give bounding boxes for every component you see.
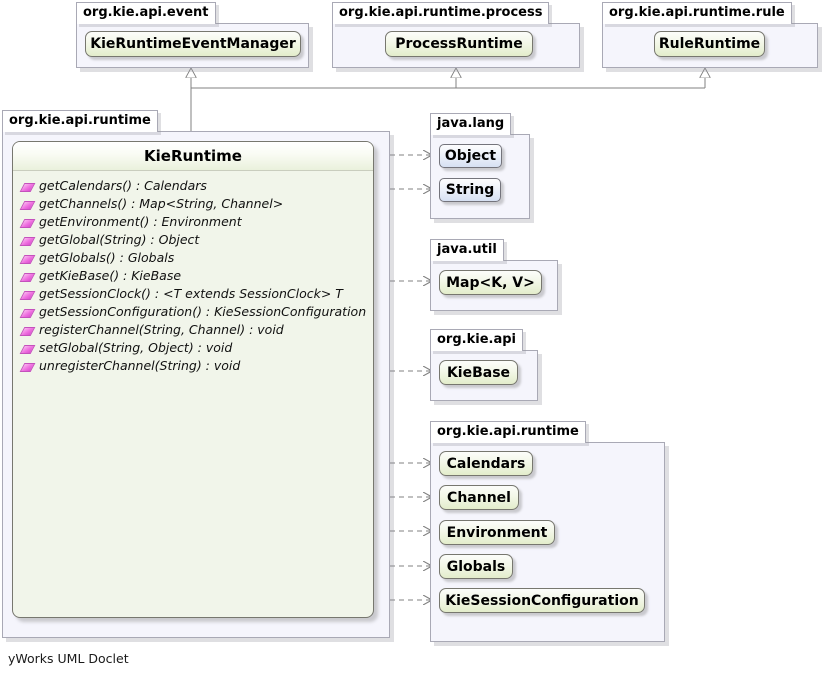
node-label: Globals — [446, 558, 506, 575]
package-label: org.kie.api.runtime — [430, 421, 586, 443]
member-row[interactable]: unregisterChannel(String) : void — [13, 357, 373, 375]
package-label: java.lang — [430, 113, 512, 135]
method-visibility-icon — [21, 198, 34, 211]
node-kieruntimeeventmanager[interactable]: KieRuntimeEventManager — [85, 31, 301, 57]
member-label: getEnvironment() : Environment — [39, 213, 242, 229]
node-label: KieSessionConfiguration — [445, 592, 639, 609]
node-kiebase[interactable]: KieBase — [439, 360, 518, 385]
node-string[interactable]: String — [439, 178, 501, 202]
method-visibility-icon — [21, 342, 34, 355]
method-visibility-icon — [21, 216, 34, 229]
method-visibility-icon — [21, 288, 34, 301]
node-label: ProcessRuntime — [395, 36, 523, 52]
member-label: setGlobal(String, Object) : void — [39, 339, 233, 355]
package-label: org.kie.api.runtime — [2, 110, 158, 132]
node-kiesessionconfiguration[interactable]: KieSessionConfiguration — [439, 588, 645, 613]
method-visibility-icon — [21, 360, 34, 373]
node-label: KieRuntimeEventManager — [90, 36, 296, 52]
member-label: registerChannel(String, Channel) : void — [39, 321, 284, 337]
member-label: getCalendars() : Calendars — [39, 177, 207, 193]
member-label: getGlobal(String) : Object — [39, 231, 200, 247]
node-label: RuleRuntime — [658, 36, 761, 52]
node-ruleruntime[interactable]: RuleRuntime — [654, 31, 765, 57]
node-calendars[interactable]: Calendars — [439, 451, 533, 476]
class-title: KieRuntime — [13, 142, 373, 171]
package-label: org.kie.api.runtime.rule — [602, 2, 792, 24]
node-label: Object — [444, 148, 497, 164]
node-label: Calendars — [446, 455, 526, 472]
node-label: Map<K, V> — [446, 274, 535, 291]
member-row[interactable]: getChannels() : Map<String, Channel> — [13, 195, 373, 213]
node-label: Environment — [446, 524, 548, 541]
node-label: String — [445, 182, 495, 198]
method-visibility-icon — [21, 234, 34, 247]
method-visibility-icon — [21, 306, 34, 319]
class-members: getCalendars() : Calendars getChannels()… — [13, 171, 373, 375]
package-label: org.kie.api — [430, 329, 523, 351]
member-label: getKieBase() : KieBase — [39, 267, 182, 283]
class-box-kieruntime[interactable]: KieRuntime getCalendars() : Calendars ge… — [12, 141, 374, 618]
member-label: getChannels() : Map<String, Channel> — [39, 195, 284, 211]
member-row[interactable]: setGlobal(String, Object) : void — [13, 339, 373, 357]
package-label: org.kie.api.runtime.process — [332, 2, 550, 24]
node-globals[interactable]: Globals — [439, 554, 513, 579]
method-visibility-icon — [21, 324, 34, 337]
member-row[interactable]: getGlobal(String) : Object — [13, 231, 373, 249]
footer-credit: yWorks UML Doclet — [8, 651, 129, 666]
node-channel[interactable]: Channel — [439, 485, 519, 510]
member-label: getGlobals() : Globals — [39, 249, 175, 265]
method-visibility-icon — [21, 270, 34, 283]
member-row[interactable]: getGlobals() : Globals — [13, 249, 373, 267]
node-map[interactable]: Map<K, V> — [439, 270, 542, 295]
member-label: getSessionClock() : <T extends SessionCl… — [39, 285, 343, 301]
member-row[interactable]: getCalendars() : Calendars — [13, 177, 373, 195]
member-label: getSessionConfiguration() : KieSessionCo… — [39, 303, 367, 319]
node-label: KieBase — [446, 364, 511, 381]
package-label: org.kie.api.event — [76, 2, 216, 24]
method-visibility-icon — [21, 252, 34, 265]
node-environment[interactable]: Environment — [439, 520, 555, 545]
member-row[interactable]: getSessionConfiguration() : KieSessionCo… — [13, 303, 373, 321]
member-label: unregisterChannel(String) : void — [39, 357, 241, 373]
method-visibility-icon — [21, 180, 34, 193]
node-processruntime[interactable]: ProcessRuntime — [385, 31, 533, 57]
member-row[interactable]: getSessionClock() : <T extends SessionCl… — [13, 285, 373, 303]
node-object[interactable]: Object — [439, 144, 502, 168]
member-row[interactable]: registerChannel(String, Channel) : void — [13, 321, 373, 339]
member-row[interactable]: getKieBase() : KieBase — [13, 267, 373, 285]
node-label: Channel — [447, 489, 511, 506]
member-row[interactable]: getEnvironment() : Environment — [13, 213, 373, 231]
package-label: java.util — [430, 239, 504, 261]
